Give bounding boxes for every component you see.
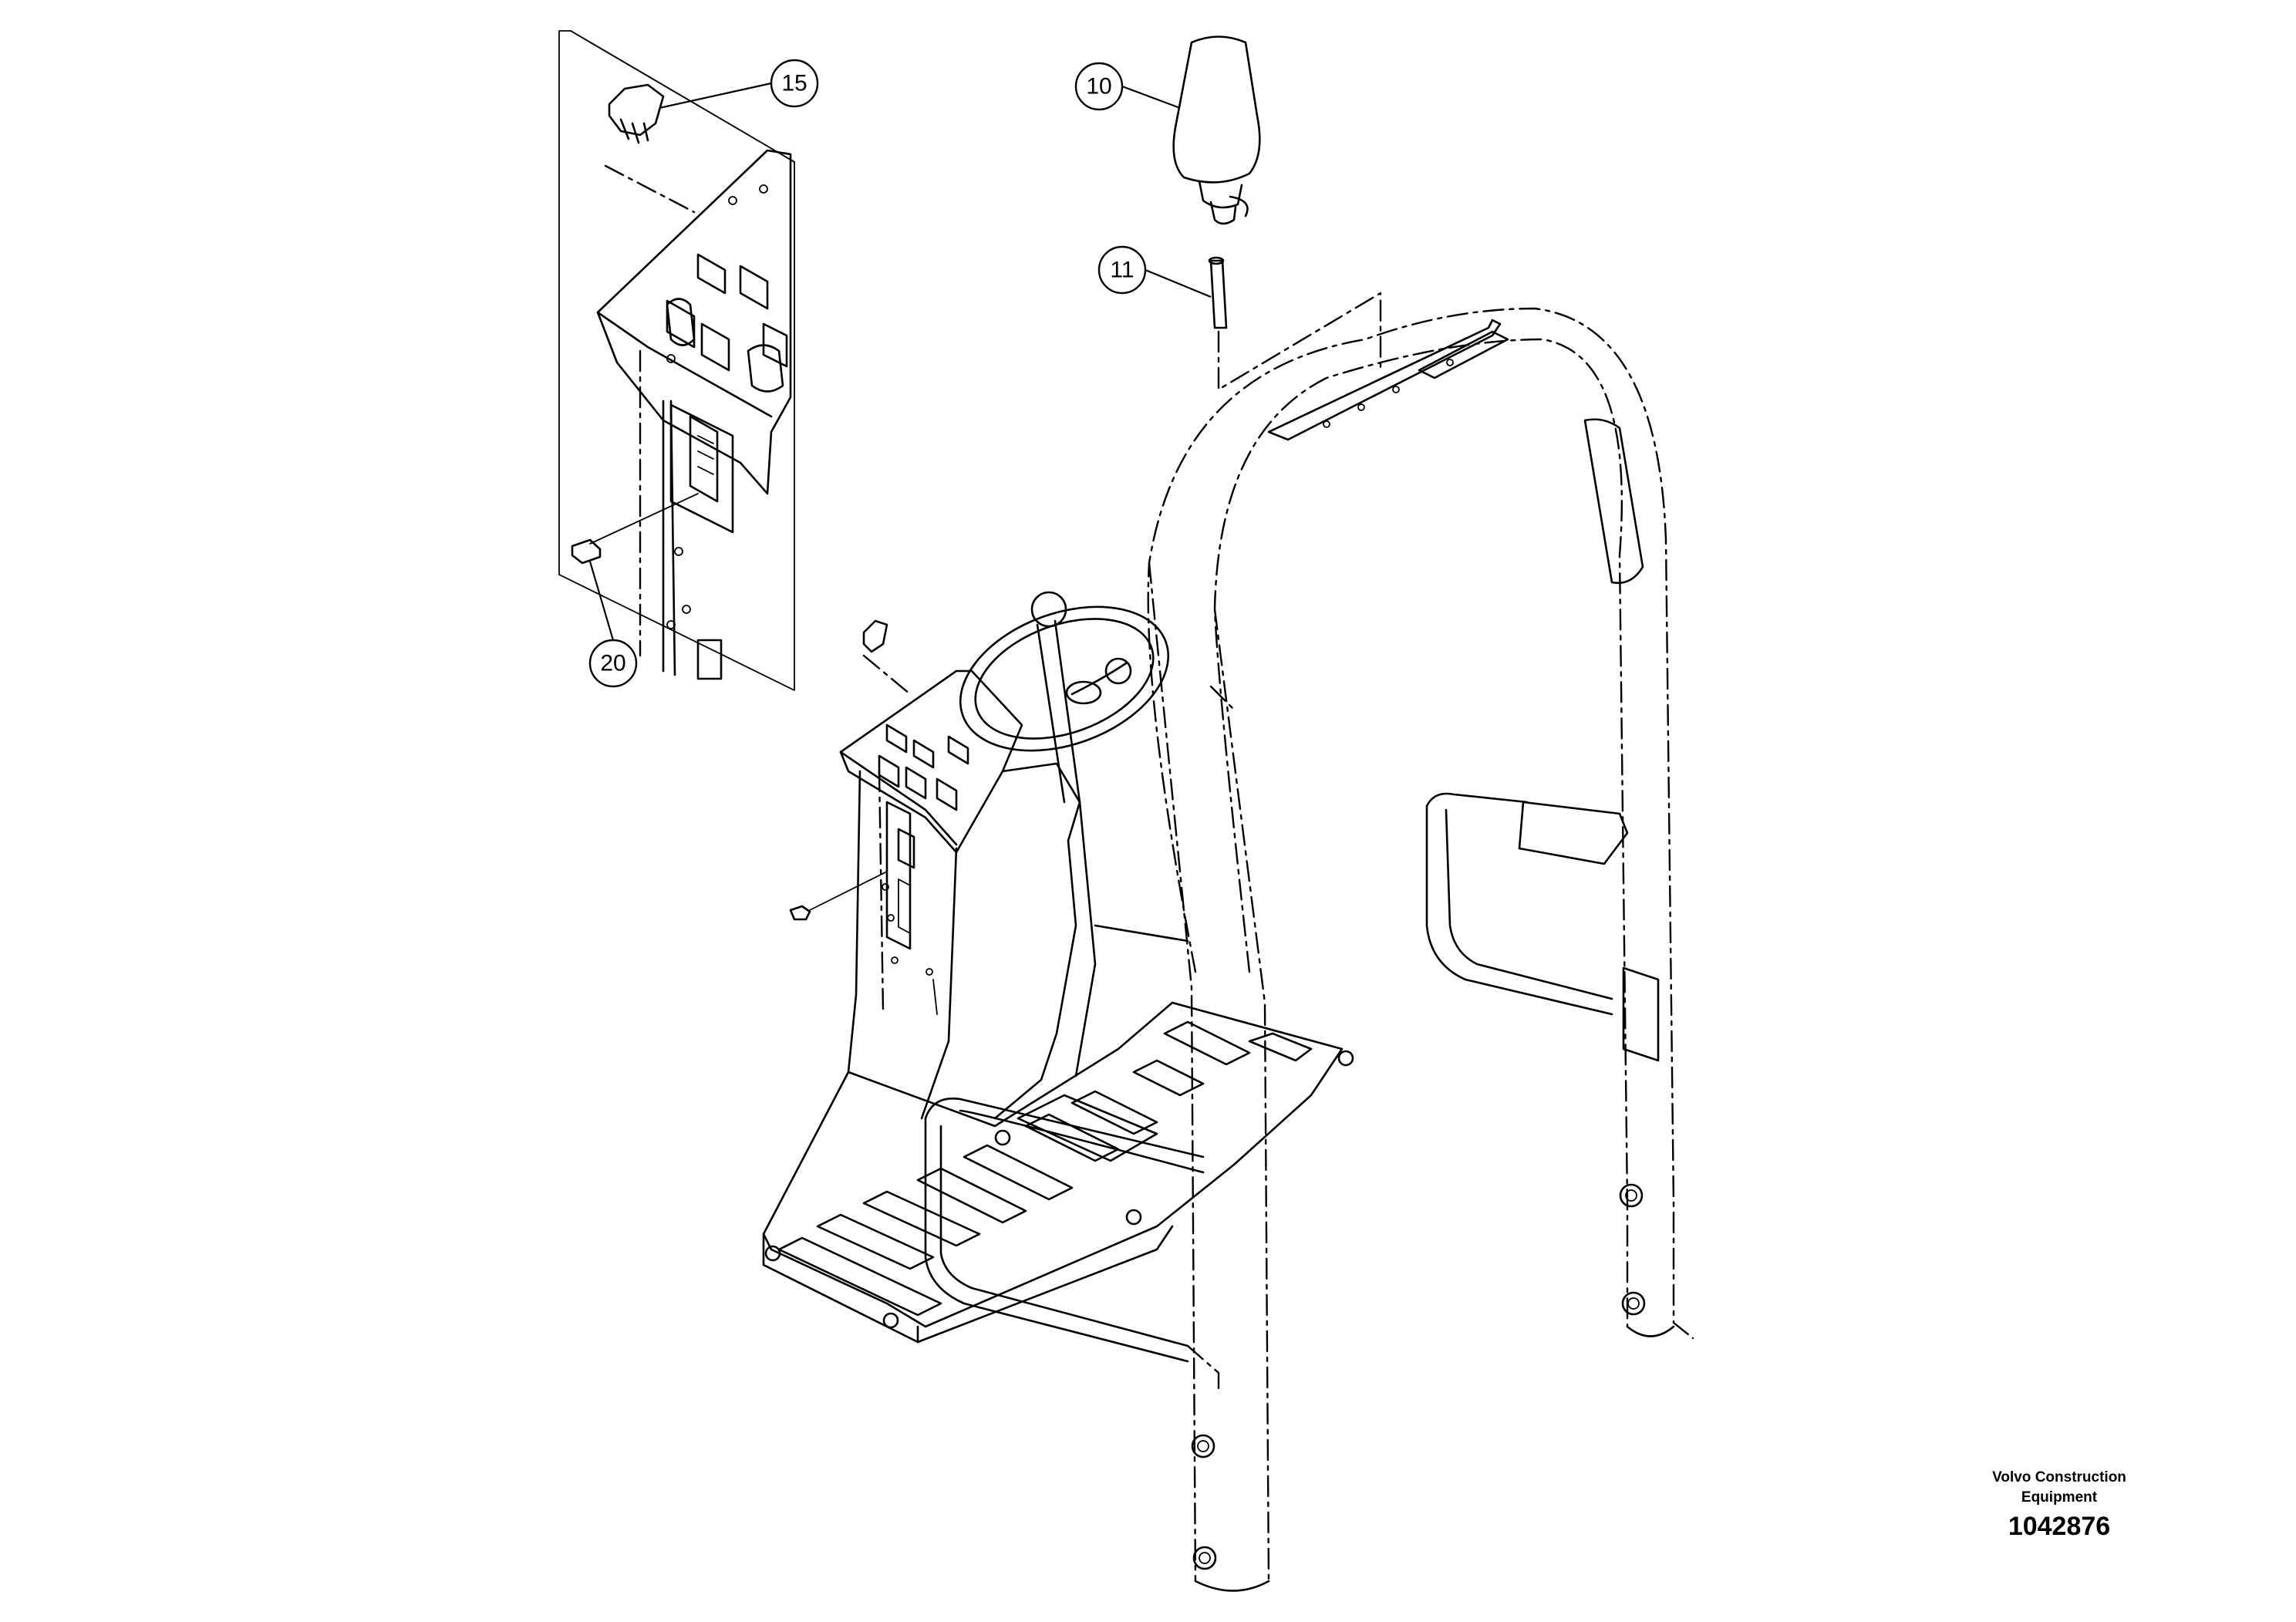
- inset-plug-part: [571, 538, 602, 565]
- svg-text:20: 20: [600, 651, 625, 676]
- beacon-assembly: [1172, 35, 1382, 391]
- foot-pedal: [1017, 1094, 1158, 1162]
- svg-text:10: 10: [1086, 74, 1111, 99]
- loose-switch: [862, 619, 888, 653]
- manufacturer-credit: Volvo Construction Equipment: [1928, 1468, 2190, 1508]
- credit-line-2: Equipment: [2021, 1489, 2098, 1506]
- frame-grip-pad: [1583, 418, 1644, 585]
- roll-over-frame: [1147, 307, 1694, 1592]
- drawing-number: 1042876: [2008, 1512, 2111, 1541]
- frame-top-plate: [1267, 319, 1502, 441]
- svg-text:11: 11: [1110, 258, 1134, 283]
- inset-switch-part: [608, 83, 665, 137]
- callout-11: 11: [1097, 245, 1212, 298]
- steering-wheel: [959, 605, 1170, 752]
- floor-platform: [762, 1001, 1344, 1328]
- operator-station: [762, 591, 1354, 1390]
- callout-20: 20: [588, 561, 638, 688]
- detail-inset: [558, 30, 795, 691]
- front-rail: [924, 1097, 1205, 1158]
- frame-bolts: [1191, 1183, 1646, 1570]
- callout-15: 15: [659, 59, 819, 110]
- inset-frame: [558, 30, 795, 691]
- side-handle: [1425, 804, 1613, 1016]
- svg-text:15: 15: [781, 71, 807, 96]
- beacon-lamp: [1172, 35, 1261, 184]
- credit-line-1: Volvo Construction: [1992, 1469, 2126, 1485]
- loose-plug: [789, 905, 811, 921]
- control-panel: [839, 669, 1023, 854]
- callout-10: 10: [1074, 62, 1181, 111]
- beacon-pin: [1209, 259, 1228, 329]
